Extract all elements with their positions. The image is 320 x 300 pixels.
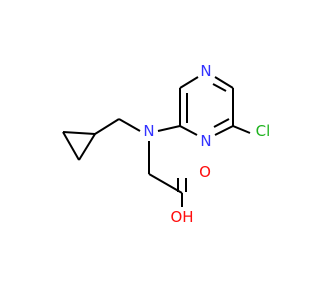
bond-ring-c5-n4 <box>214 76 234 89</box>
atom-label-hydroxyl: OH <box>170 208 193 226</box>
molecule-structure-diagram: N N N Cl O OH <box>62 62 271 226</box>
bond-ring-n1-c6 <box>214 125 234 136</box>
atom-label-carbonyl-oxygen: O <box>199 163 211 181</box>
bond-n-amine-ch2-left <box>118 118 141 132</box>
pyrazine-ring <box>179 76 234 136</box>
bond-ch2-carboxyl <box>148 173 183 194</box>
atom-label-amine-n: N <box>143 122 154 140</box>
bond-c6-cl <box>232 125 251 134</box>
bond-cyclopropyl-c <box>78 133 96 161</box>
bond-ring-n4-c3 <box>179 76 199 89</box>
cyclopropyl-ring <box>62 131 96 161</box>
bond-cyclopropyl-b <box>62 131 80 161</box>
atom-label-pyrazine-n4: N <box>200 62 211 80</box>
bond-c2-n-amine <box>157 125 181 132</box>
bond-ch2-cyclopropyl <box>94 118 120 135</box>
atom-label-pyrazine-n1: N <box>200 132 211 150</box>
bond-ring-n1-c6-inner <box>213 118 230 128</box>
bond-ring-c2-n1 <box>179 125 198 136</box>
bond-ring-c5-n4-inner <box>212 83 227 92</box>
atom-label-chlorine: Cl <box>256 122 271 140</box>
bond-cyclopropyl-a <box>62 131 96 135</box>
